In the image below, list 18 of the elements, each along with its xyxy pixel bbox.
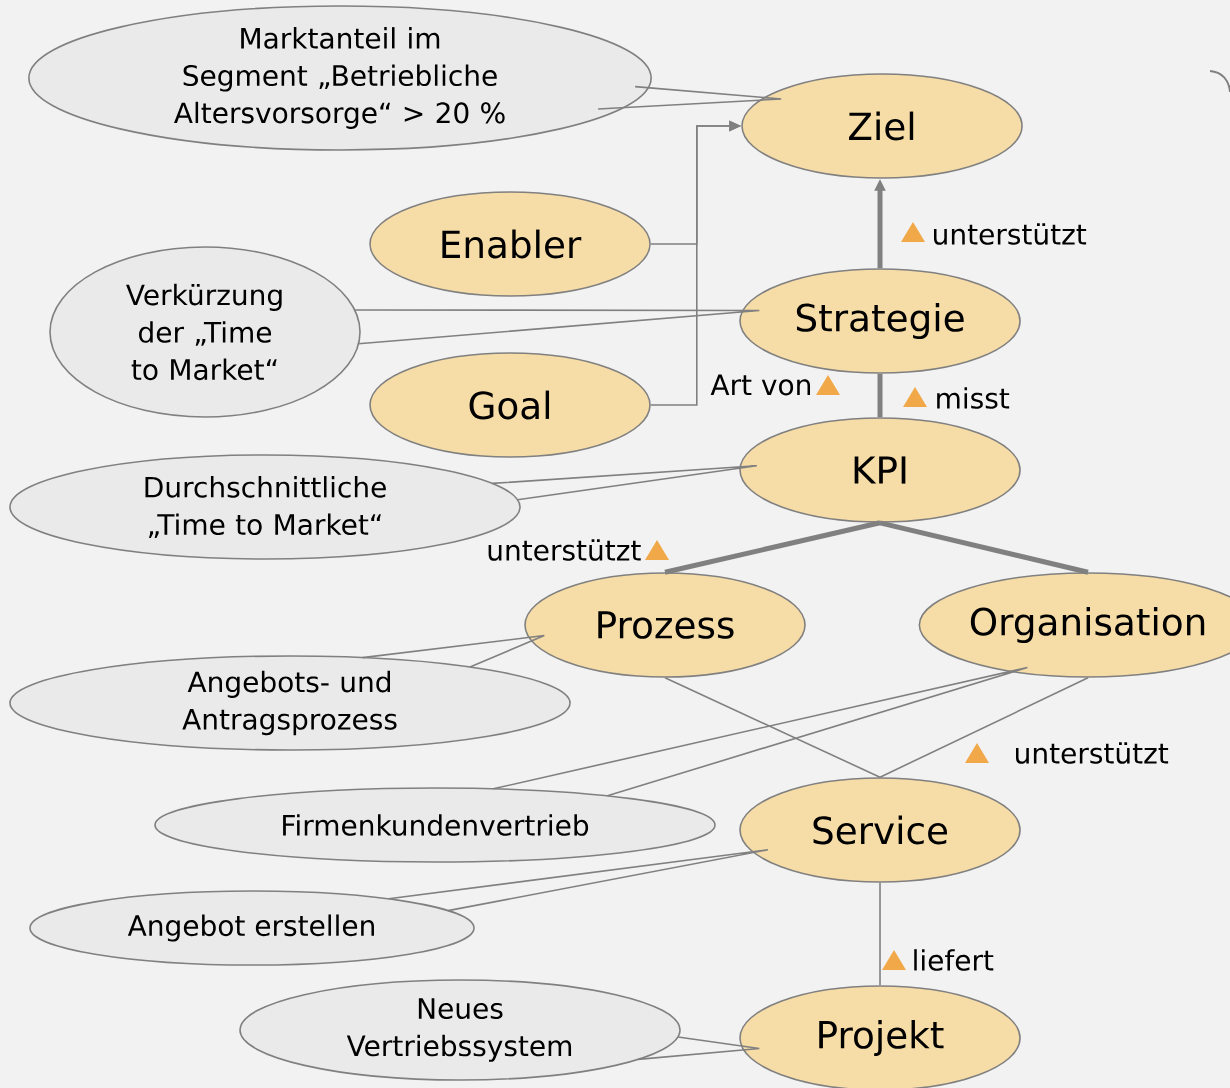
edge-label: Art von bbox=[710, 374, 810, 396]
callout-bubble: Verkürzung der „Time to Market“ bbox=[49, 246, 361, 418]
callout-pointer bbox=[361, 634, 546, 668]
callout-bubble: Marktanteil im Segment „Betriebliche Altersvorsorge“ > 20 % bbox=[28, 5, 652, 151]
callout-pointer bbox=[492, 666, 1029, 797]
callout-pointer bbox=[353, 309, 761, 345]
callout-bubble: Angebot erstellen bbox=[29, 890, 475, 966]
callout-pointer bbox=[491, 464, 758, 501]
callout-bubble: Angebots- und Antragsprozess bbox=[9, 655, 571, 751]
callout-bubble: Neues Vertriebssystem bbox=[239, 979, 681, 1081]
edge-label: misst bbox=[937, 387, 1010, 409]
callout-pointer bbox=[387, 849, 769, 912]
callout-pointer bbox=[597, 85, 782, 110]
callout-bubble: Firmenkundenvertrieb bbox=[154, 787, 716, 863]
edge-label: unterstützt bbox=[934, 223, 1087, 245]
edge-label: unterstützt bbox=[1016, 742, 1169, 764]
callout-pointer bbox=[637, 1036, 761, 1061]
edge-label: liefert bbox=[914, 949, 994, 971]
